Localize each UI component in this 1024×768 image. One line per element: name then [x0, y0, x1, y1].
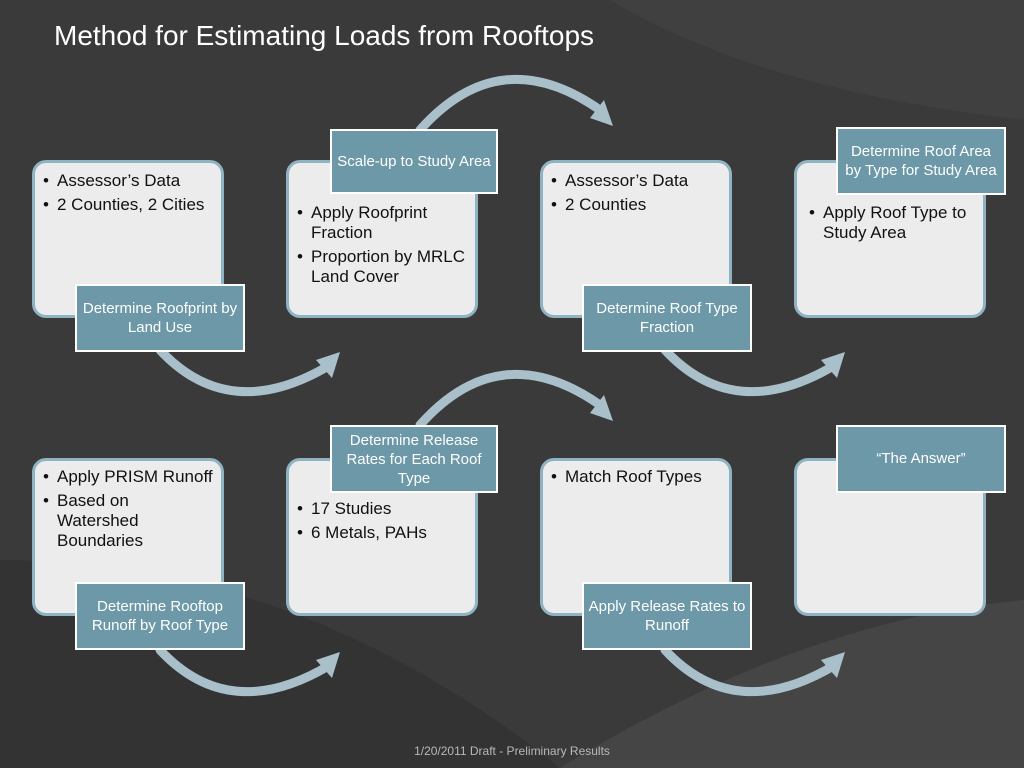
step-label-row1-3: Determine Roof Type Fraction: [582, 284, 752, 352]
step-label-row2-1: Determine Rooftop Runoff by Roof Type: [75, 582, 245, 650]
step-card-row1-4: Apply Roof Type to Study Area: [794, 160, 986, 318]
arrowhead-icon: [316, 352, 340, 378]
card-bullet: 6 Metals, PAHs: [295, 523, 469, 543]
step-label-row2-4: “The Answer”: [836, 425, 1006, 493]
card-bullet: 2 Counties: [549, 195, 723, 215]
slide-title: Method for Estimating Loads from Rooftop…: [54, 20, 595, 51]
slide-footer: 1/20/2011 Draft - Preliminary Results: [414, 744, 610, 758]
arrowhead-icon: [821, 352, 845, 378]
card-bullet: Apply PRISM Runoff: [41, 467, 215, 487]
card-bullet: 17 Studies: [295, 499, 469, 519]
card-bullet: 2 Counties, 2 Cities: [41, 195, 215, 215]
arrow-row1-step1-to-step2: [155, 345, 335, 397]
card-bullet: Proportion by MRLC Land Cover: [295, 247, 469, 287]
step-label-row1-4: Determine Roof Area by Type for Study Ar…: [836, 127, 1006, 195]
card-bullet: Assessor’s Data: [41, 171, 215, 191]
arrowhead-icon: [590, 395, 613, 421]
arrowhead-icon: [590, 100, 613, 126]
arrow-row2-step3-to-step4: [660, 645, 840, 697]
step-label-row2-2: Determine Release Rates for Each Roof Ty…: [330, 425, 498, 493]
arrow-row2-step1-to-step2: [155, 645, 335, 697]
card-bullet: Apply Roof Type to Study Area: [807, 203, 973, 243]
card-bullet: Match Roof Types: [549, 467, 723, 487]
card-bullet: Based on Watershed Boundaries: [41, 491, 215, 551]
card-bullet: Apply Roofprint Fraction: [295, 203, 469, 243]
step-label-row1-2: Scale-up to Study Area: [330, 129, 498, 194]
arrowhead-icon: [821, 652, 845, 678]
step-label-row1-1: Determine Roofprint by Land Use: [75, 284, 245, 352]
step-label-row2-3: Apply Release Rates to Runoff: [582, 582, 752, 650]
card-bullet: Assessor’s Data: [549, 171, 723, 191]
arrow-row2-step2-to-step3: [415, 370, 605, 430]
arrowhead-icon: [316, 652, 340, 678]
arrow-row1-step3-to-step4: [660, 345, 840, 397]
background-swoosh: [610, 0, 1024, 120]
arrow-row1-step2-to-step3: [415, 75, 605, 135]
